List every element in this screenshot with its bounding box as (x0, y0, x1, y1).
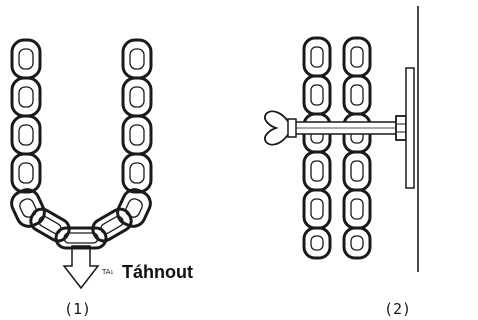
wing-nut-icon (264, 110, 297, 146)
panel-2-chain-pair (264, 6, 419, 272)
bolt-rod (291, 121, 401, 135)
pull-label: Táhnout (122, 262, 193, 282)
arrow-tag-label: TA₁ (102, 268, 114, 276)
chain-a-strand (302, 36, 332, 260)
right-chain-strand (116, 38, 153, 228)
pull-arrow-icon (62, 245, 100, 290)
left-chain-strand (10, 38, 46, 228)
panel-2-caption: (2) (384, 300, 412, 318)
bottom-chain-bend (29, 207, 133, 250)
panel-1-caption: (1) (64, 300, 92, 318)
hex-nut-icon (395, 115, 407, 141)
chain-b-strand (342, 36, 372, 260)
mounting-plate (405, 67, 415, 189)
panel-1-u-chain (10, 38, 153, 290)
